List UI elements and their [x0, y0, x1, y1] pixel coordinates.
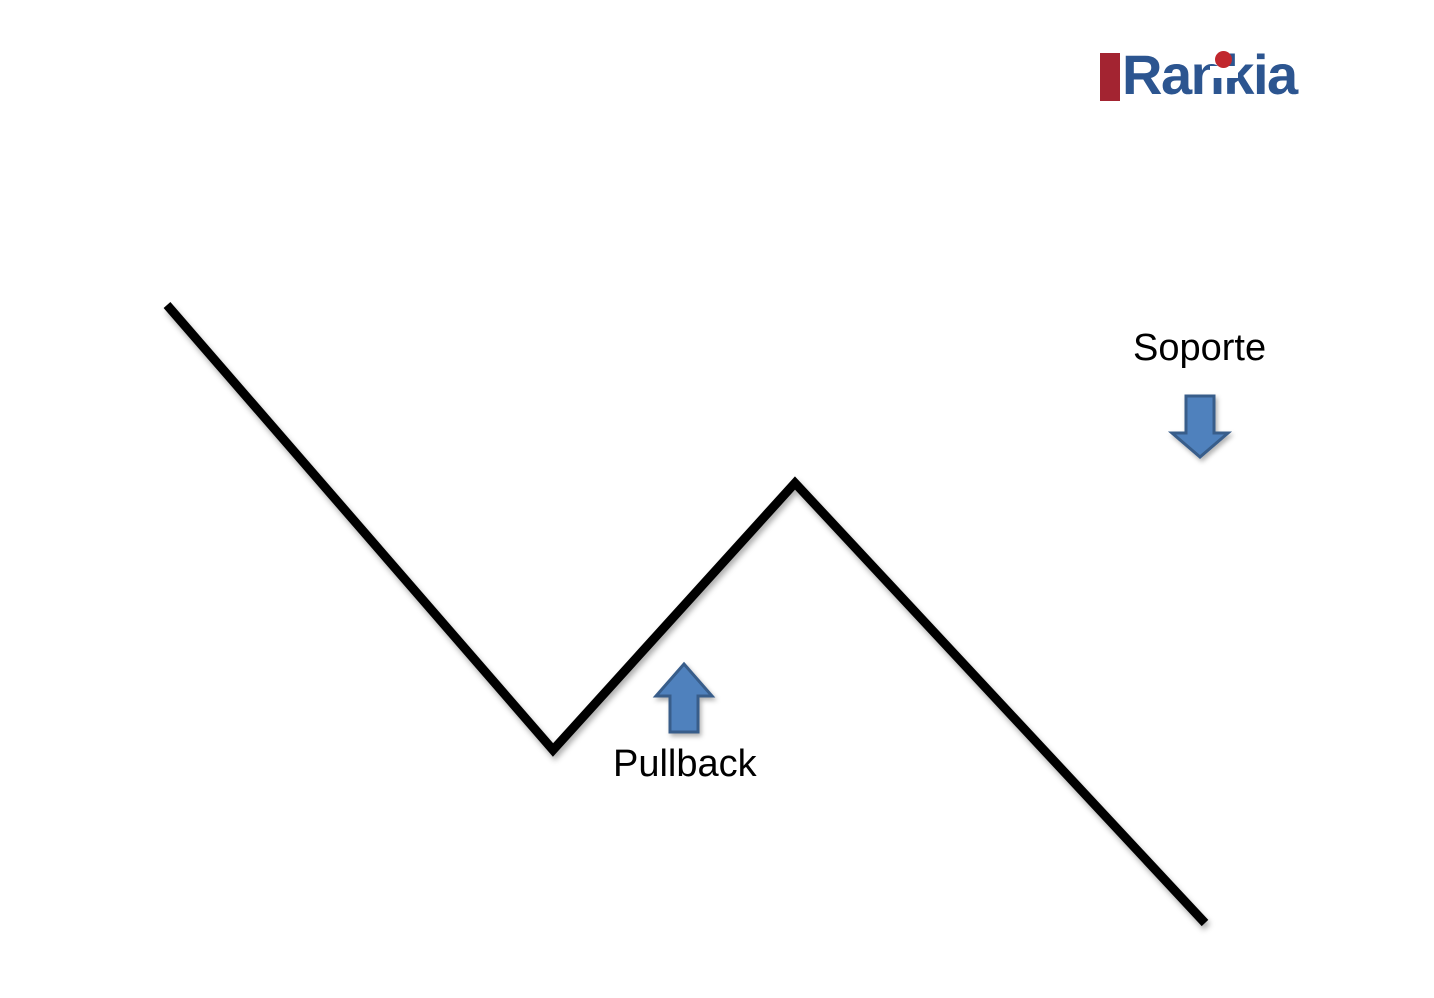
arrow-down-icon: [1167, 394, 1233, 459]
logo-dot-mask: [1210, 66, 1238, 78]
logo-accent-bar: [1100, 53, 1120, 101]
arrow-up-icon: [652, 661, 716, 734]
logo-i-dot-icon: [1215, 51, 1232, 68]
price-action-line: [163, 302, 1209, 927]
rankia-logo[interactable]: Rankia: [1098, 44, 1298, 106]
support-label: Soporte: [1133, 327, 1267, 369]
pullback-label: Pullback: [613, 743, 757, 785]
